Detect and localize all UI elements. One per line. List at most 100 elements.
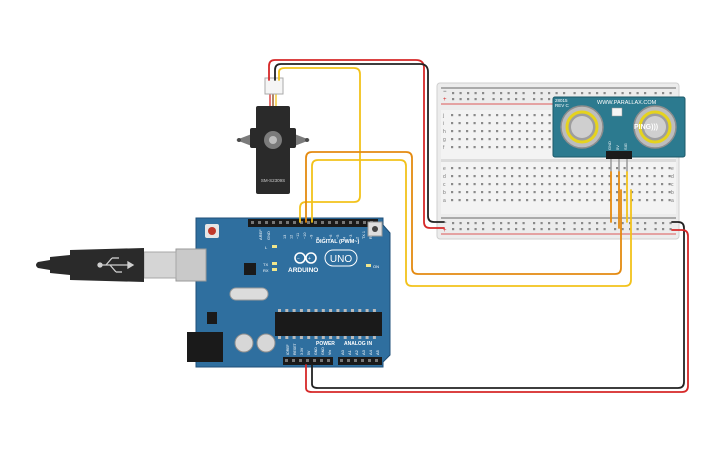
uno-text: UNO	[330, 254, 352, 265]
rx-label: RX	[263, 268, 269, 273]
wire-servo-power[interactable]	[268, 59, 445, 229]
row-letter: a	[443, 198, 446, 204]
rail-plus-top: +	[443, 97, 447, 103]
rail-minus-top: −	[443, 89, 447, 95]
transducer-left-mesh	[571, 116, 593, 138]
wire-arduino-5v[interactable]	[305, 229, 689, 393]
sensor-rev-text: REV C	[555, 103, 570, 108]
row-letter: e	[671, 166, 674, 172]
row-letter: j	[442, 113, 444, 119]
analog-pin-label: A1	[347, 349, 352, 355]
row-letter: g	[443, 137, 446, 143]
wire-sensor-yellow[interactable]	[311, 159, 632, 287]
digital-pin-label: ~3	[349, 235, 353, 239]
svg-text:−: −	[297, 256, 300, 262]
row-letter: h	[443, 129, 446, 135]
sensor-name-text: PING)))	[634, 124, 658, 131]
digital-pin-label: ~6	[329, 235, 333, 239]
digital-pin-label: ~10	[303, 233, 307, 239]
tx-label: TX	[263, 262, 268, 267]
wire-servo-ground[interactable]	[274, 63, 445, 223]
arduino-logo-text: ARDUINO	[288, 267, 318, 274]
analog-header	[338, 357, 382, 365]
sensor-chip-text: 28015	[555, 98, 568, 103]
power-label: POWER	[316, 341, 335, 347]
analog-pin-label: A0	[340, 349, 345, 355]
usb-symbol-icon	[97, 257, 135, 273]
aref-label: AREF	[258, 229, 263, 240]
arduino-logo: − +	[294, 252, 317, 264]
usb-plug-metal	[143, 251, 177, 279]
analog-pin-label: A4	[368, 349, 373, 355]
dc-jack	[187, 332, 223, 362]
sensor-led	[611, 107, 623, 117]
analog-pin-label: A2	[354, 349, 359, 355]
wire-arduino-ground[interactable]	[311, 221, 685, 389]
row-letter: d	[443, 174, 446, 180]
on-label: ON	[373, 264, 379, 269]
power-pin-label: GND	[314, 347, 318, 355]
analog-label: ANALOG IN	[344, 341, 372, 347]
analog-pin-label: A5	[375, 349, 380, 355]
usb-cable[interactable]	[36, 248, 177, 282]
power-pin-label: RESET	[293, 342, 297, 355]
row-letter: a	[671, 198, 674, 204]
terminal-holes	[451, 114, 671, 202]
capacitor-1	[234, 333, 254, 353]
sensor-pin-5v-label: 5V	[615, 145, 620, 150]
svg-text:+: +	[308, 256, 311, 262]
row-letter: f	[443, 145, 445, 151]
rail-minus-bottom: −	[443, 220, 447, 226]
transducer-right-mesh	[644, 116, 666, 138]
digital-label: DIGITAL (PWM~)	[316, 239, 360, 245]
power-pin-label: 3.3V	[300, 347, 304, 355]
digital-pin-label: ~5	[336, 235, 340, 239]
sensor-pin-sig-label: SIG	[623, 143, 628, 150]
power-pin-label: IOREF	[286, 344, 290, 355]
row-letter: i	[443, 121, 444, 127]
rail-plus-bottom: +	[443, 228, 447, 234]
servo-label: SM-S2309S	[261, 178, 285, 183]
terminal-strip-bottom	[441, 162, 676, 214]
sensor-pin-gnd-label: GND	[607, 141, 612, 150]
servo-motor[interactable]: SM-S2309S	[236, 77, 310, 194]
digital-header	[248, 219, 378, 227]
sensor-brand-text: WWW.PARALLAX.COM	[597, 100, 657, 106]
digital-pin-label: 2	[356, 237, 360, 239]
wire-servo-signal[interactable]	[278, 67, 361, 223]
usb-port	[175, 248, 207, 282]
servo-connector	[264, 77, 284, 95]
digital-pin-label: TX 1	[362, 231, 366, 239]
ping-sensor[interactable]: WWW.PARALLAX.COM 28015 REV C PING))) GND…	[552, 96, 686, 172]
gnd-label: GND	[266, 231, 271, 240]
digital-pin-label: ~9	[309, 235, 313, 239]
digital-pin-label: 7	[323, 237, 327, 239]
power-pin-label: 5V	[307, 350, 311, 355]
capacitor-2	[256, 333, 276, 353]
row-letter: d	[671, 174, 674, 180]
power-pin-label: Vin	[328, 350, 332, 355]
wire-sensor-orange[interactable]	[305, 151, 622, 275]
digital-pin-label: 8	[316, 237, 320, 239]
row-letter: b	[443, 190, 446, 196]
analog-pin-label: A3	[361, 349, 366, 355]
digital-pin-label: 13	[283, 235, 287, 239]
l-label: L	[265, 245, 268, 250]
digital-pin-label: 4	[342, 237, 346, 239]
digital-pin-label: 12	[290, 235, 294, 239]
atmega-chip	[275, 312, 382, 336]
row-letter: c	[671, 182, 674, 188]
uno-badge	[324, 249, 358, 267]
sensor-header	[606, 151, 632, 159]
center-channel	[441, 159, 676, 162]
row-letter: e	[443, 166, 446, 172]
power-pin-label: GND	[321, 347, 325, 355]
row-letter: b	[671, 190, 674, 196]
row-letter: c	[443, 182, 446, 188]
crystal	[229, 287, 269, 301]
